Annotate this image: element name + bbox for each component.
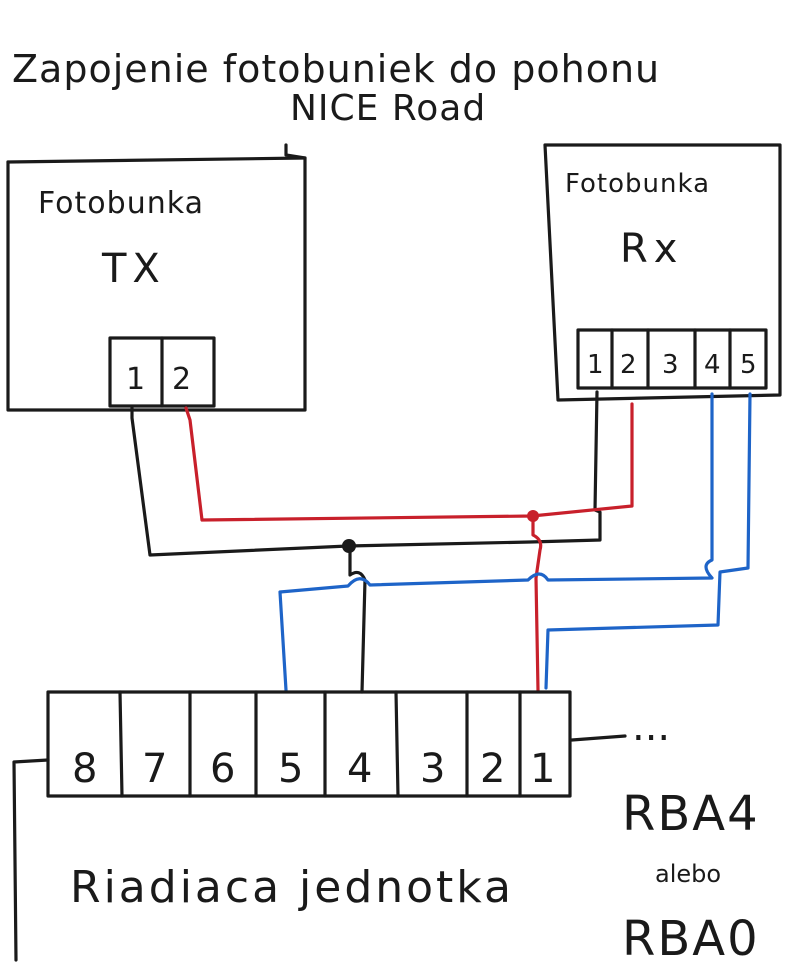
junction-black: [342, 539, 356, 553]
terminal-3: 3: [420, 746, 445, 792]
terminal-2: 2: [480, 746, 505, 792]
model-rba0: RBA0: [622, 911, 760, 965]
model-rba4: RBA4: [622, 786, 760, 842]
tx-photocell: Fotobunka TX 1 2: [6, 143, 307, 412]
tx-pin-1: 1: [126, 362, 145, 397]
terminal-6: 6: [210, 746, 235, 792]
tx-pin-2: 2: [172, 362, 191, 397]
control-unit-label: Riadiaca jednotka: [70, 862, 514, 913]
control-unit: 8 7 6 5 4 3 2 1 ... Riadiaca jednotka RB…: [12, 690, 760, 965]
rx-pin-4: 4: [704, 350, 721, 380]
rx-pin-5: 5: [740, 350, 757, 380]
control-unit-edge: [12, 758, 50, 962]
model-or: alebo: [655, 860, 721, 888]
continuation-line: [570, 734, 627, 742]
wire-red-to-terminal-1: [531, 514, 543, 692]
rx-pin-3: 3: [662, 350, 679, 380]
diagram-title: Zapojenie fotobuniek do pohonu: [12, 47, 660, 91]
wire-black-to-terminal-4: [348, 544, 367, 694]
rx-terminal-block: [576, 328, 768, 390]
tx-box-outline: [6, 143, 307, 412]
rx-box-outline: [543, 143, 782, 402]
diagram-subtitle: NICE Road: [290, 88, 486, 129]
continuation-dots: ...: [632, 704, 670, 750]
rx-name: Rx: [620, 226, 683, 272]
tx-name: TX: [101, 246, 166, 292]
rx-pin-2: 2: [620, 350, 637, 380]
rx-label: Fotobunka: [565, 169, 710, 199]
junction-red: [527, 510, 539, 522]
tx-box-top-edge: [6, 156, 307, 164]
terminal-5: 5: [278, 746, 303, 792]
terminal-7: 7: [142, 746, 167, 792]
rx-photocell: Fotobunka Rx 1 2 3 4 5: [543, 143, 782, 402]
tx-label: Fotobunka: [38, 186, 204, 221]
terminal-4: 4: [347, 746, 372, 792]
wire-red-tx2: [184, 402, 634, 522]
control-terminal-strip: [46, 690, 572, 798]
terminal-1: 1: [530, 746, 555, 792]
wire-blue-rx4-to-terminal-5: [278, 392, 714, 692]
wire-black-tx1: [130, 390, 602, 557]
wire-blue-rx5-to-terminal-1: [544, 392, 752, 690]
rx-pin-1: 1: [587, 350, 604, 380]
wires: [130, 390, 752, 694]
terminal-8: 8: [72, 746, 97, 792]
